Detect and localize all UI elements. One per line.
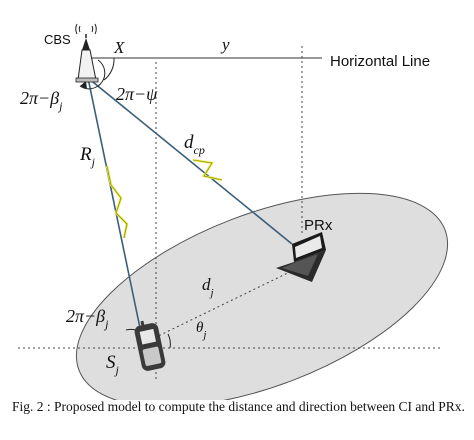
y-distance-label: y <box>220 35 230 54</box>
figure-caption: Fig. 2 : Proposed model to compute the d… <box>12 399 465 414</box>
zigzag-rj-outline <box>106 165 128 239</box>
system-model-diagram: CBS X y Horizontal Line 2π−ψ 2π−βj Rj dc… <box>18 23 449 400</box>
link-rj <box>87 77 141 329</box>
dcp-label: dcp <box>184 132 205 157</box>
angle-arc-beta-top <box>79 59 106 90</box>
prx-label: PRx <box>304 217 333 234</box>
sj-label: Sj <box>106 352 120 377</box>
x-distance-label: X <box>113 38 125 57</box>
zigzag-rj <box>105 165 129 239</box>
angle-2pi-beta-top-label: 2π−βj <box>20 88 63 113</box>
zigzag-dcp-outline <box>192 159 223 181</box>
cbs-antenna-icon <box>75 23 99 83</box>
link-dcp <box>87 77 293 245</box>
dj-label: dj <box>202 275 214 299</box>
rj-label: Rj <box>79 144 96 169</box>
angle-2pi-psi-label: 2π−ψ <box>116 84 158 104</box>
theta-label: θj <box>196 320 206 341</box>
laptop-icon <box>276 232 326 282</box>
cbs-label: CBS <box>44 32 71 47</box>
coverage-ellipse <box>75 192 449 400</box>
angle-arrow-beta-top <box>80 81 87 89</box>
horizontal-line-label: Horizontal Line <box>330 53 430 70</box>
angle-2pi-beta-bottom-label: 2π−βj <box>66 306 109 331</box>
phone-icon <box>134 320 166 371</box>
angle-arc-psi <box>103 57 115 81</box>
angle-arc-theta <box>167 333 171 349</box>
